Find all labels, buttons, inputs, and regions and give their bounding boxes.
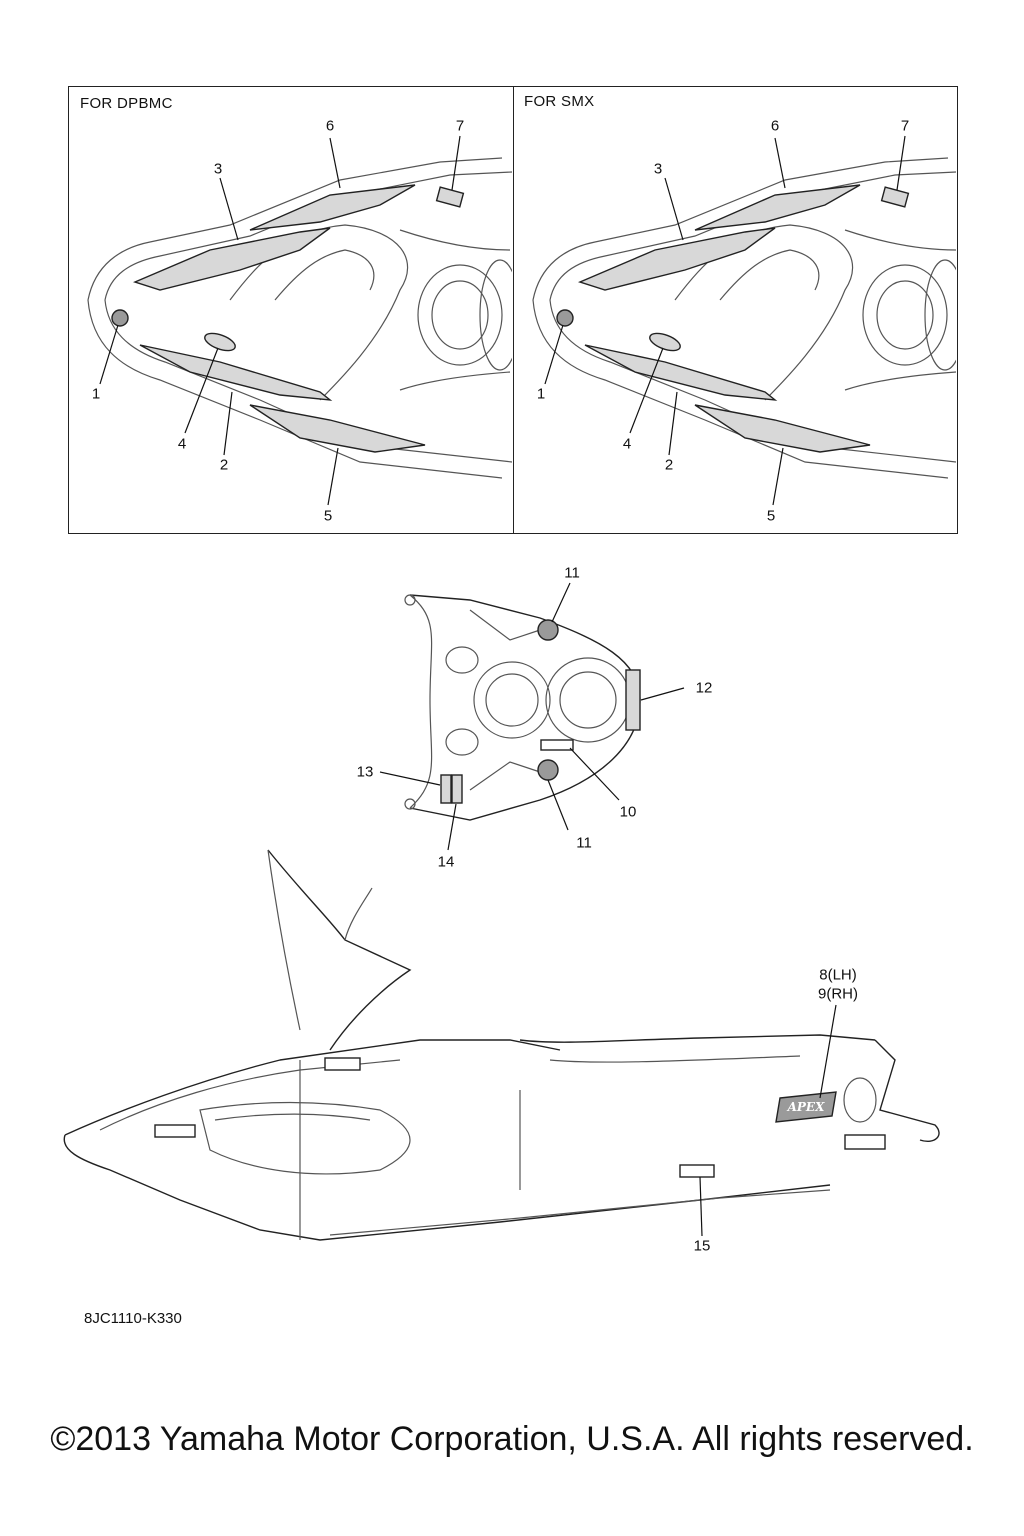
callout-4-left: 4	[177, 435, 187, 453]
callout-5-left: 5	[323, 507, 333, 525]
sled-side-view: APEX	[63, 849, 940, 1241]
callout-9-rh: 9(RH)	[818, 985, 858, 1003]
callout-13: 13	[356, 763, 374, 781]
copyright-notice: ©2013 Yamaha Motor Corporation, U.S.A. A…	[50, 1420, 974, 1458]
part-number: 8JC1110-K330	[84, 1310, 182, 1327]
callout-12: 12	[695, 679, 713, 697]
callout-4-right: 4	[622, 435, 632, 453]
sled-top-view-smx	[532, 157, 956, 479]
callout-14: 14	[437, 853, 455, 871]
leader-lines-hood	[379, 582, 685, 851]
panel-title-smx: FOR SMX	[524, 93, 595, 110]
callout-3-left: 3	[213, 160, 223, 178]
callout-8-lh: 8(LH)	[819, 966, 857, 984]
apex-decal-text: APEX	[787, 1100, 825, 1114]
callout-1-left: 1	[91, 385, 101, 403]
callout-7-left: 7	[455, 117, 465, 135]
callout-15: 15	[693, 1237, 711, 1255]
callout-1-right: 1	[536, 385, 546, 403]
callout-6-right: 6	[770, 117, 780, 135]
callout-7-right: 7	[900, 117, 910, 135]
callout-2-left: 2	[219, 456, 229, 474]
callout-10: 10	[619, 803, 637, 821]
callout-2-right: 2	[664, 456, 674, 474]
leader-lines-dpbmc	[99, 135, 461, 506]
callout-5-right: 5	[766, 507, 776, 525]
callout-3-right: 3	[653, 160, 663, 178]
panel-smx	[513, 86, 958, 534]
panel-title-dpbmc: FOR DPBMC	[80, 95, 173, 112]
sled-top-view-dpbmc	[87, 157, 512, 479]
callout-11-bottom: 11	[576, 834, 592, 852]
leader-lines-smx	[544, 135, 906, 506]
callout-6-left: 6	[325, 117, 335, 135]
leader-lines-side	[699, 1004, 837, 1237]
hood-rear-view	[404, 594, 641, 821]
callout-11-top: 11	[564, 564, 580, 582]
